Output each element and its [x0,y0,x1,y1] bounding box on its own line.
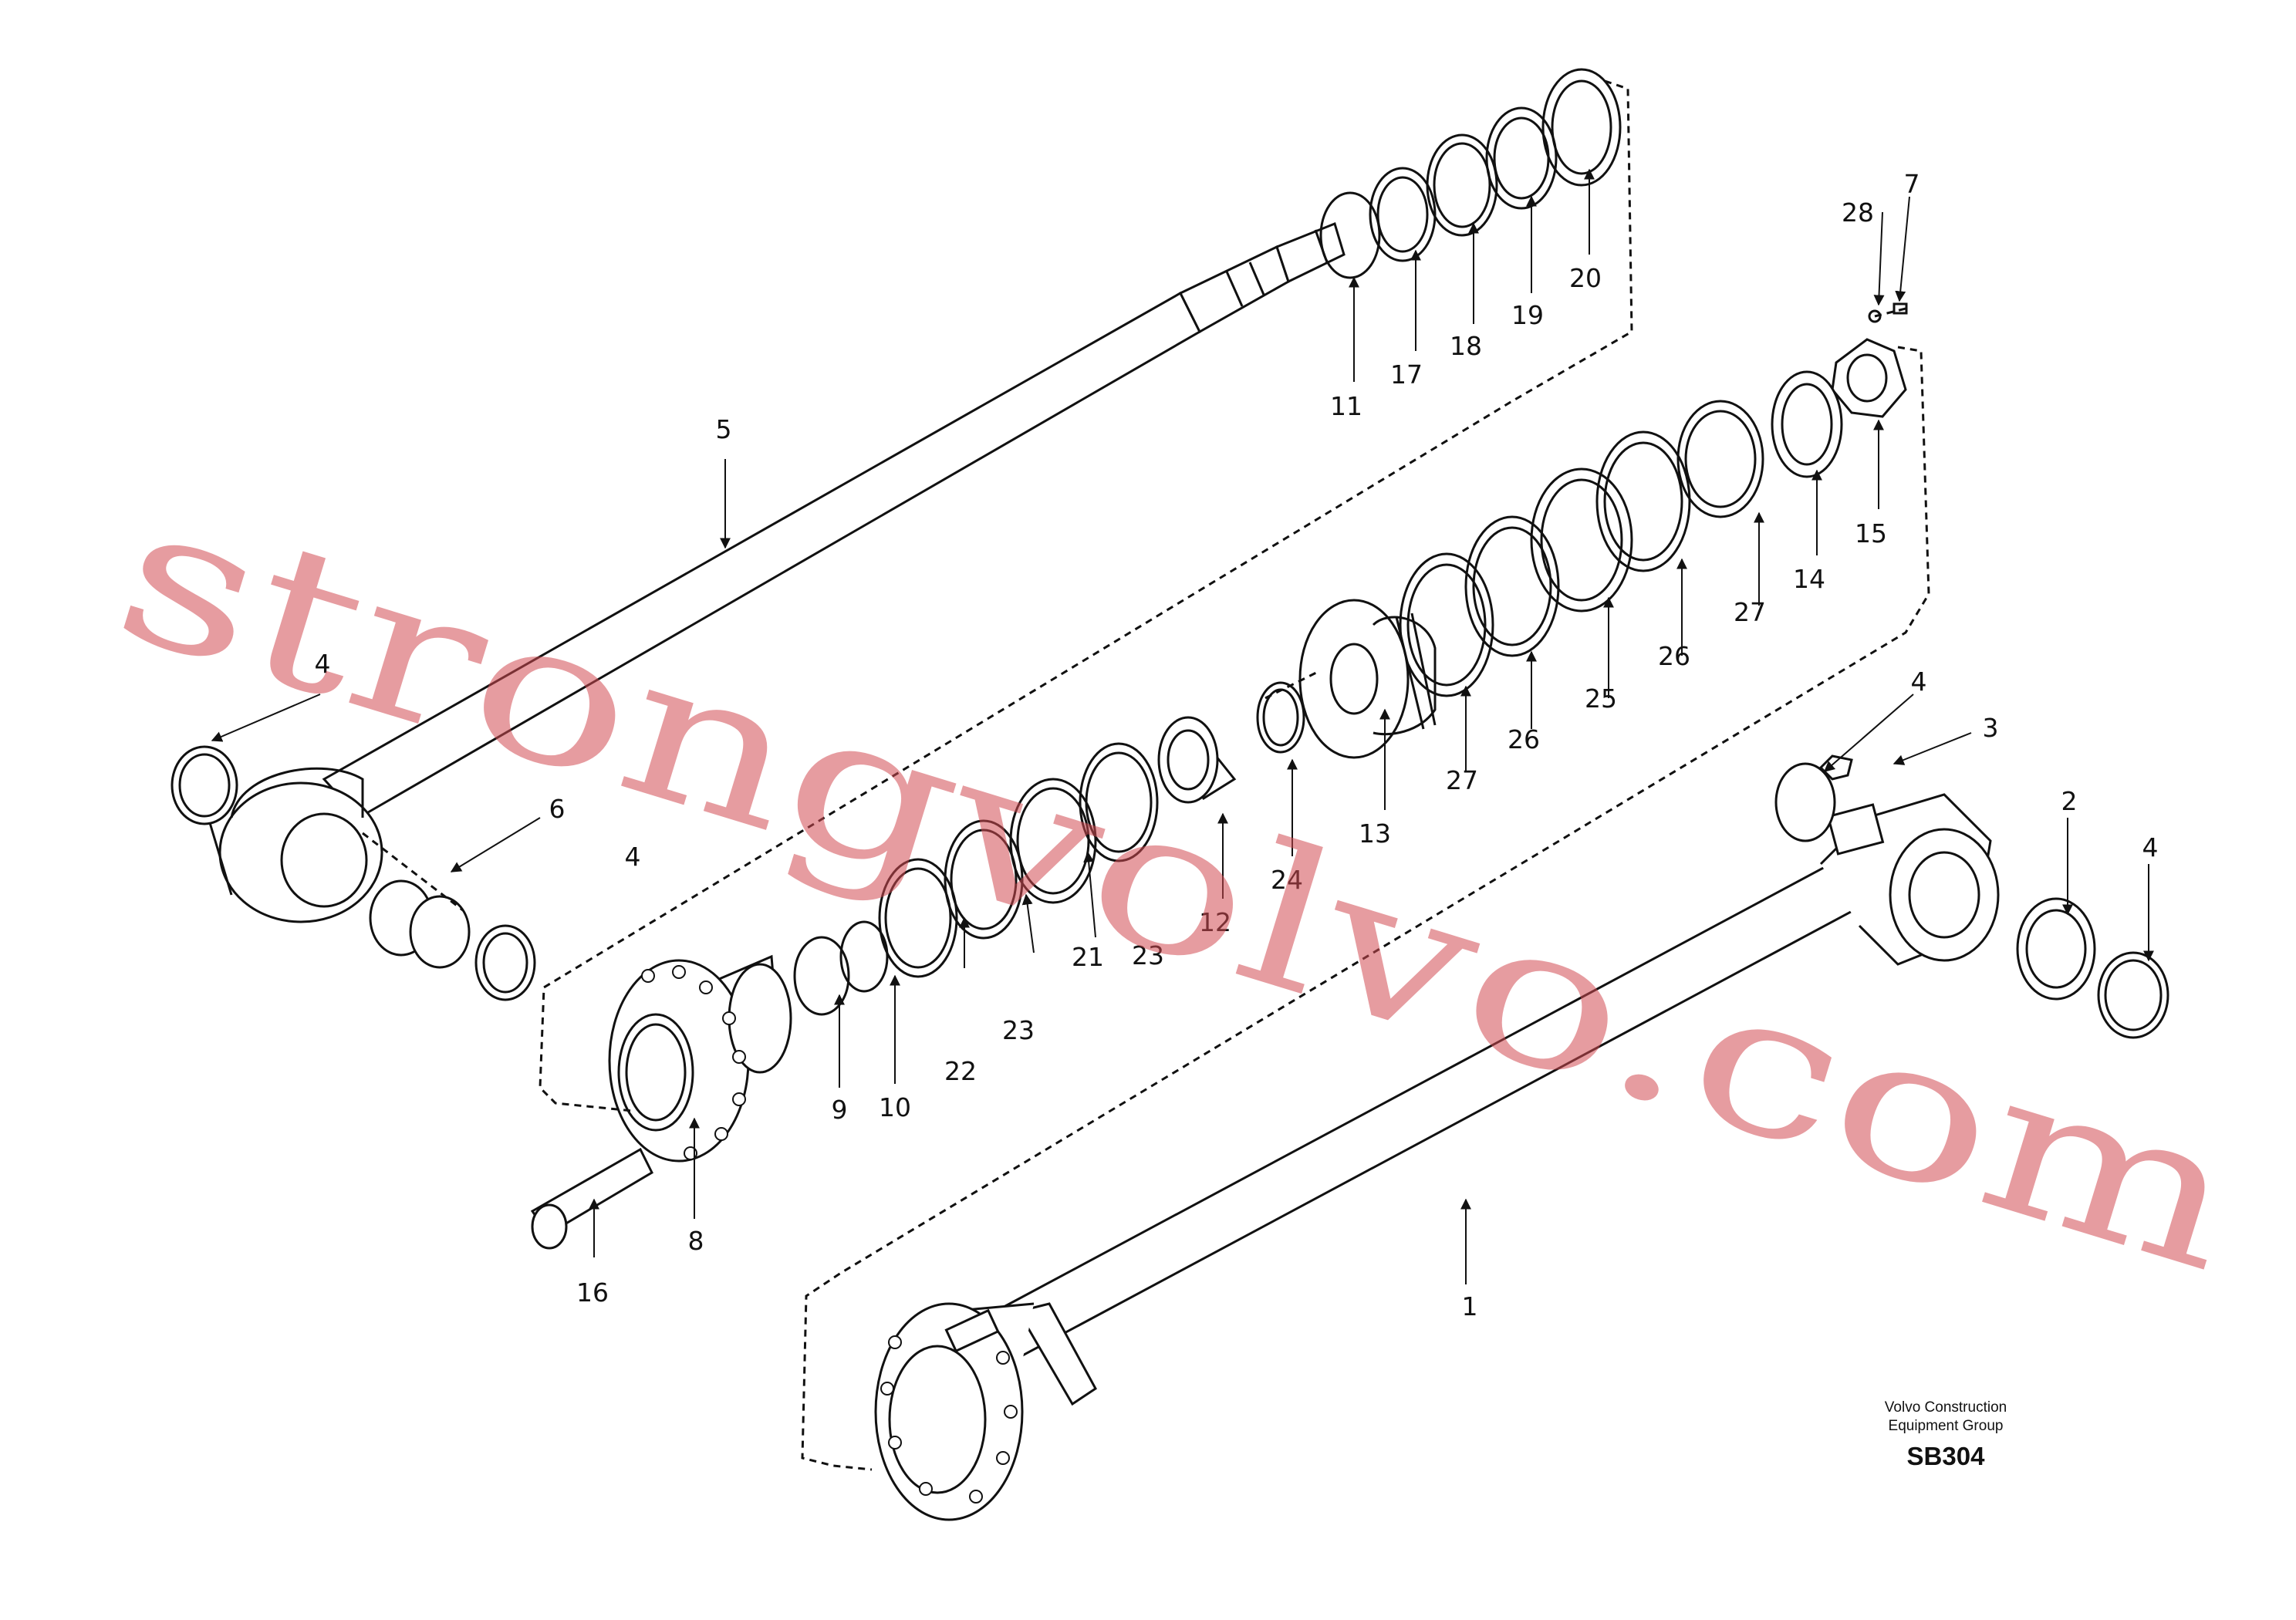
callout-23: 23 [1002,1015,1035,1045]
callout-9: 9 [832,1095,848,1125]
brand-block: Volvo Construction Equipment Group SB304 [1815,1399,2077,1471]
callout-22: 22 [944,1056,977,1086]
callout-2: 2 [2061,786,2078,816]
callout-20: 20 [1569,263,1602,293]
rod-end-bushing [171,745,536,1001]
callout-3: 3 [1983,713,1999,743]
callout-24: 24 [1271,865,1303,895]
piston-nut [1771,302,1908,478]
callout-4: 4 [1911,667,1927,697]
callout-7: 7 [1904,169,1920,199]
callout-leaders [211,168,2154,1284]
callout-27: 27 [1734,597,1766,627]
callout-21: 21 [1072,942,1104,972]
callout-4: 4 [315,649,331,679]
callout-18: 18 [1450,331,1482,361]
callout-6: 6 [549,794,566,824]
callout-11: 11 [1330,391,1362,421]
callout-4: 4 [2142,832,2159,862]
callout-28: 28 [1842,197,1874,228]
rod-seal-rings [1319,68,1622,279]
cylinder-tube [874,754,2169,1521]
callout-23: 23 [1132,940,1164,970]
callout-numbers: 1 2 3 4 4 4 4 5 6 7 8 9 10 11 12 13 14 1… [315,169,2159,1321]
callout-8: 8 [688,1226,704,1256]
callout-10: 10 [879,1092,911,1122]
callout-19: 19 [1511,300,1544,330]
callout-16: 16 [576,1277,609,1308]
callout-12: 12 [1199,907,1231,937]
brand-line-2: Equipment Group [1888,1418,2004,1434]
assembly-dashed-guides [362,79,1930,1471]
callout-1: 1 [1462,1291,1478,1321]
diagram-code: SB304 [1906,1442,1985,1470]
callout-14: 14 [1793,564,1825,594]
piston-seal-rings [793,400,1764,1016]
callout-4: 4 [625,842,641,872]
callout-13: 13 [1359,818,1391,849]
callout-15: 15 [1855,518,1887,548]
callout-25: 25 [1585,683,1617,714]
piston-rod [207,221,1346,923]
tube-bolt-holes [880,1335,1018,1504]
cylinder-head [530,954,792,1250]
callout-27: 27 [1446,765,1478,795]
callout-5: 5 [716,414,732,444]
head-bolt-holes [641,965,746,1160]
brand-line-1: Volvo Construction [1884,1399,2007,1416]
callout-26: 26 [1508,724,1540,754]
piston [1157,599,1437,804]
callout-26: 26 [1658,641,1690,671]
callout-17: 17 [1390,359,1423,390]
